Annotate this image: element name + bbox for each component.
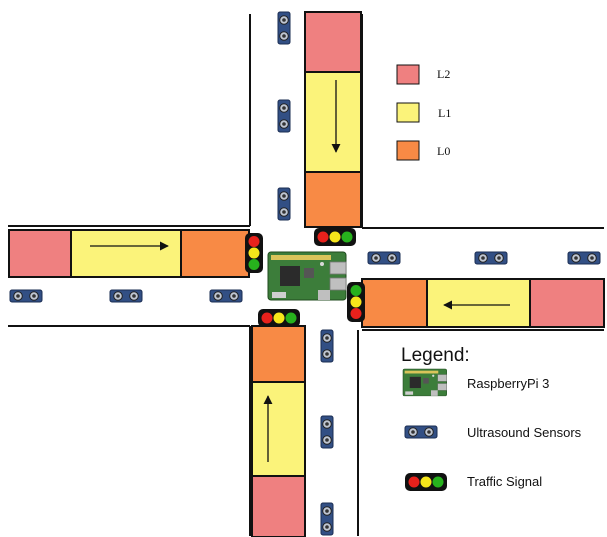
legend-label-traffic-signal: Traffic Signal bbox=[467, 474, 542, 489]
ultrasound-sensor-icon bbox=[277, 187, 291, 221]
north-lane-l1-segment bbox=[304, 71, 362, 173]
ultrasound-sensor-icon bbox=[277, 11, 291, 45]
ultrasound-sensor-icon bbox=[404, 425, 438, 439]
east-lane bbox=[361, 278, 605, 328]
raspberry-pi-icon bbox=[402, 368, 447, 397]
ultrasound-sensor-icon bbox=[109, 289, 143, 303]
level-key: L2 L1 L0 bbox=[396, 64, 451, 161]
legend: Legend: RaspberryPi 3 Ultrasound Sensors… bbox=[401, 345, 582, 491]
level-label-l2: L2 bbox=[437, 67, 450, 81]
north-lane bbox=[304, 11, 362, 228]
west-lane bbox=[8, 229, 250, 278]
raspberry-pi-icon bbox=[267, 251, 347, 301]
ultrasound-sensor-icon bbox=[367, 251, 401, 265]
east-lane-l1-segment bbox=[426, 278, 531, 328]
ultrasound-sensor-icon bbox=[320, 329, 334, 363]
traffic-signal-icon bbox=[245, 233, 263, 273]
legend-label-ultrasound-sensors: Ultrasound Sensors bbox=[467, 425, 582, 440]
legend-title: Legend: bbox=[401, 345, 470, 366]
west-lane-l0-segment bbox=[180, 229, 250, 278]
west-lane-l1-segment bbox=[70, 229, 182, 278]
north-lane-l0-segment bbox=[304, 171, 362, 228]
east-lane-l2-segment bbox=[529, 278, 605, 328]
level-swatch-l0 bbox=[396, 140, 420, 161]
east-lane-l0-segment bbox=[361, 278, 428, 328]
traffic-signal-icon bbox=[258, 309, 300, 327]
south-lane-l0-segment bbox=[251, 325, 306, 383]
ultrasound-sensor-icon bbox=[567, 251, 601, 265]
ultrasound-sensor-icon bbox=[277, 99, 291, 133]
west-lane-l2-segment bbox=[8, 229, 72, 278]
level-swatch-l2 bbox=[396, 64, 420, 85]
traffic-signal-icon bbox=[347, 282, 365, 322]
ultrasound-sensor-icon bbox=[209, 289, 243, 303]
legend-label-raspberry-pi: RaspberryPi 3 bbox=[467, 376, 549, 391]
level-swatch-l1 bbox=[396, 102, 420, 123]
south-lane-l1-segment bbox=[251, 381, 306, 477]
level-label-l0: L0 bbox=[437, 144, 450, 158]
level-label-l1: L1 bbox=[438, 106, 451, 120]
traffic-signal-icon bbox=[314, 228, 356, 246]
north-lane-l2-segment bbox=[304, 11, 362, 73]
ultrasound-sensor-icon bbox=[320, 415, 334, 449]
traffic-signal-icon bbox=[405, 473, 447, 491]
ultrasound-sensor-icon bbox=[474, 251, 508, 265]
south-lane bbox=[251, 325, 306, 537]
ultrasound-sensor-icon bbox=[320, 502, 334, 536]
south-lane-l2-segment bbox=[251, 475, 306, 537]
ultrasound-sensor-icon bbox=[9, 289, 43, 303]
